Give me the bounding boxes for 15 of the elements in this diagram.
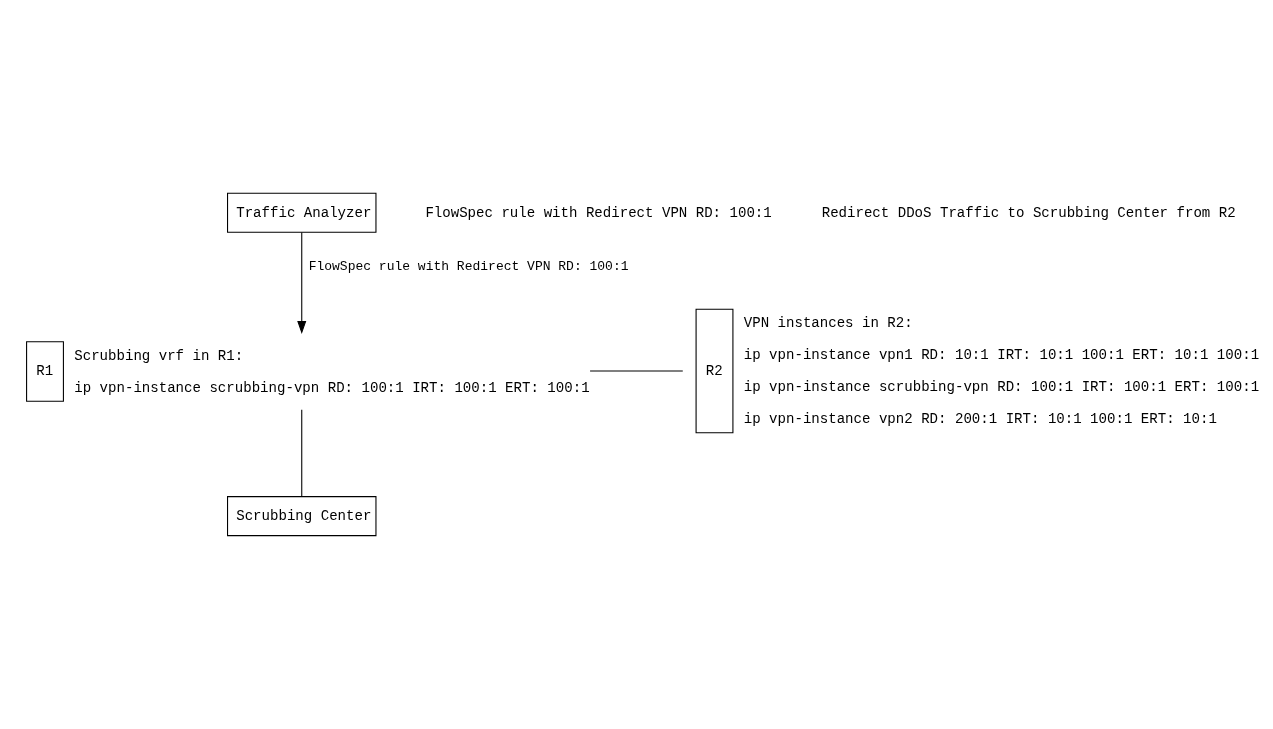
label: Redirect DDoS Traffic to Scrubbing Center from R2 [821,204,1236,221]
edge-label: FlowSpec rule with Redirect VPN RD: 100:1 [308,258,629,274]
label: FlowSpec rule with Redirect VPN RD: 100:1 [425,204,772,221]
node-label: VPN instances in R2: [743,315,913,332]
node-label: ip vpn-instance scrubbing-vpn RD: 100:1 IRT: 100:1 ERT: 100:1 [74,379,590,396]
node-label: ip vpn-instance vpn1 RD: 10:1 IRT: 10:1 100:1 ERT: 10:1 100:1 [743,347,1260,364]
node-label: ip vpn-instance scrubbing-vpn RD: 100:1 IRT: 100:1 ERT: 100:1 [743,379,1260,396]
node-label: Scrubbing vrf in R1: [74,347,244,364]
connector [301,409,303,498]
node-label: ip vpn-instance vpn2 RD: 200:1 IRT: 10:1 100:1 ERT: 10:1 [743,411,1217,428]
node-box: Traffic Analyzer [227,192,377,233]
node-box: R1 [26,341,64,402]
node-box: R2 [695,308,734,434]
node-box: Scrubbing Center [227,496,377,537]
arrow [297,231,307,335]
